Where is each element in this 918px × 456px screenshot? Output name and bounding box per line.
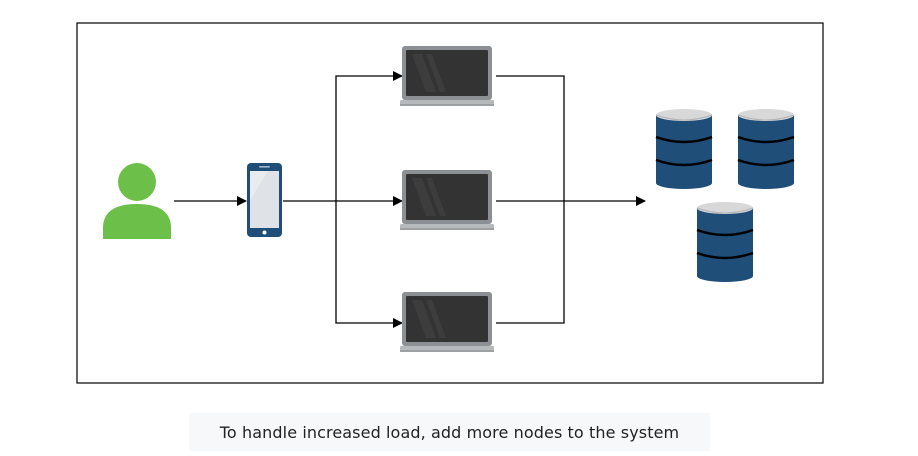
horizontal-scaling-diagram xyxy=(76,22,824,384)
caption-box: To handle increased load, add more nodes… xyxy=(189,413,710,451)
line-laptop-top-to-bus xyxy=(496,75,565,201)
connectors xyxy=(174,71,646,328)
laptop-icon-bottom xyxy=(400,292,494,352)
diagram-frame xyxy=(76,22,824,384)
database-icon-right xyxy=(736,107,796,191)
user-icon xyxy=(103,163,171,239)
laptop-icon-middle xyxy=(400,170,494,230)
database-icon-bottom xyxy=(695,200,755,284)
database-icon-left xyxy=(654,107,714,191)
laptop-icon-top xyxy=(400,46,494,106)
line-laptop-bottom-to-bus xyxy=(496,201,565,324)
smartphone-icon xyxy=(247,163,282,237)
caption-text: To handle increased load, add more nodes… xyxy=(219,422,680,442)
arrow-phone-to-laptop-top xyxy=(335,71,403,201)
arrow-phone-to-laptop-bottom xyxy=(335,201,403,328)
